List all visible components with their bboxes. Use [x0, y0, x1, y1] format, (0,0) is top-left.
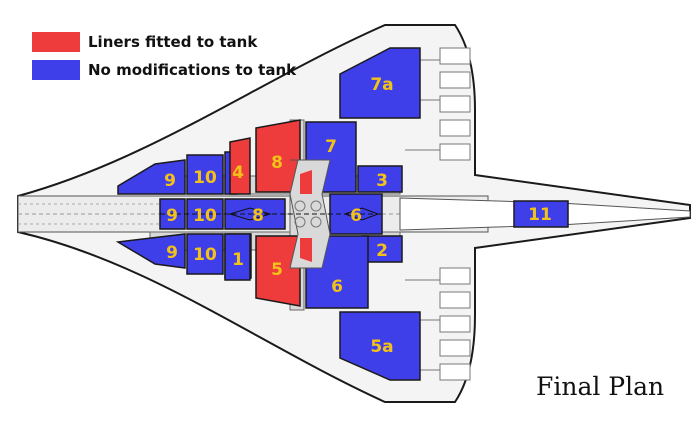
- tank-7a: [339, 47, 421, 119]
- tank-9-upper: [117, 159, 186, 195]
- upper-elevons: [405, 47, 471, 161]
- tank-label-10-lower: 10: [193, 245, 217, 265]
- tank-1: [224, 233, 251, 281]
- tank-label-3: 3: [376, 171, 388, 191]
- tank-label-6-lower: 6: [331, 277, 343, 297]
- tank-3: [357, 165, 403, 193]
- tank-label-9-lower: 9: [166, 243, 178, 263]
- tank-label-5: 5: [271, 260, 283, 280]
- legend-item-no-modifications: No modifications to tank: [32, 60, 296, 80]
- tank-label-9-upper: 9: [164, 171, 176, 191]
- tank-label-6-mid: 6: [350, 206, 362, 226]
- legend-item-liners: Liners fitted to tank: [32, 32, 257, 52]
- tank-label-2: 2: [376, 241, 388, 261]
- legend-label-no-modifications: No modifications to tank: [88, 61, 297, 79]
- tank-10-lower: [186, 233, 224, 275]
- plan-caption: Final Plan: [536, 372, 665, 401]
- legend-swatch-blue: [32, 60, 80, 80]
- tank-9-lower: [115, 233, 186, 269]
- tank-label-7: 7: [325, 137, 337, 157]
- tank-10-upper: [186, 154, 224, 195]
- tank-label-4: 4: [232, 163, 244, 183]
- tank-label-8-mid: 8: [252, 206, 264, 226]
- lower-elevons: [405, 267, 471, 381]
- tank-label-1: 1: [232, 250, 244, 270]
- tank-label-10-mid: 10: [193, 206, 217, 226]
- tank-label-10-upper: 10: [193, 168, 217, 188]
- tank-label-5a: 5a: [370, 337, 393, 357]
- legend-swatch-red: [32, 32, 80, 52]
- tank-5a: [339, 311, 421, 381]
- tank-label-8-upper: 8: [271, 153, 283, 173]
- tank-label-11: 11: [528, 205, 552, 225]
- tank-label-7a: 7a: [370, 75, 393, 95]
- tank-label-9-mid: 9: [166, 206, 178, 226]
- legend-label-liners: Liners fitted to tank: [88, 33, 258, 51]
- tank-5: [255, 235, 301, 307]
- tank-4: [229, 137, 251, 195]
- tank-11: [513, 200, 569, 228]
